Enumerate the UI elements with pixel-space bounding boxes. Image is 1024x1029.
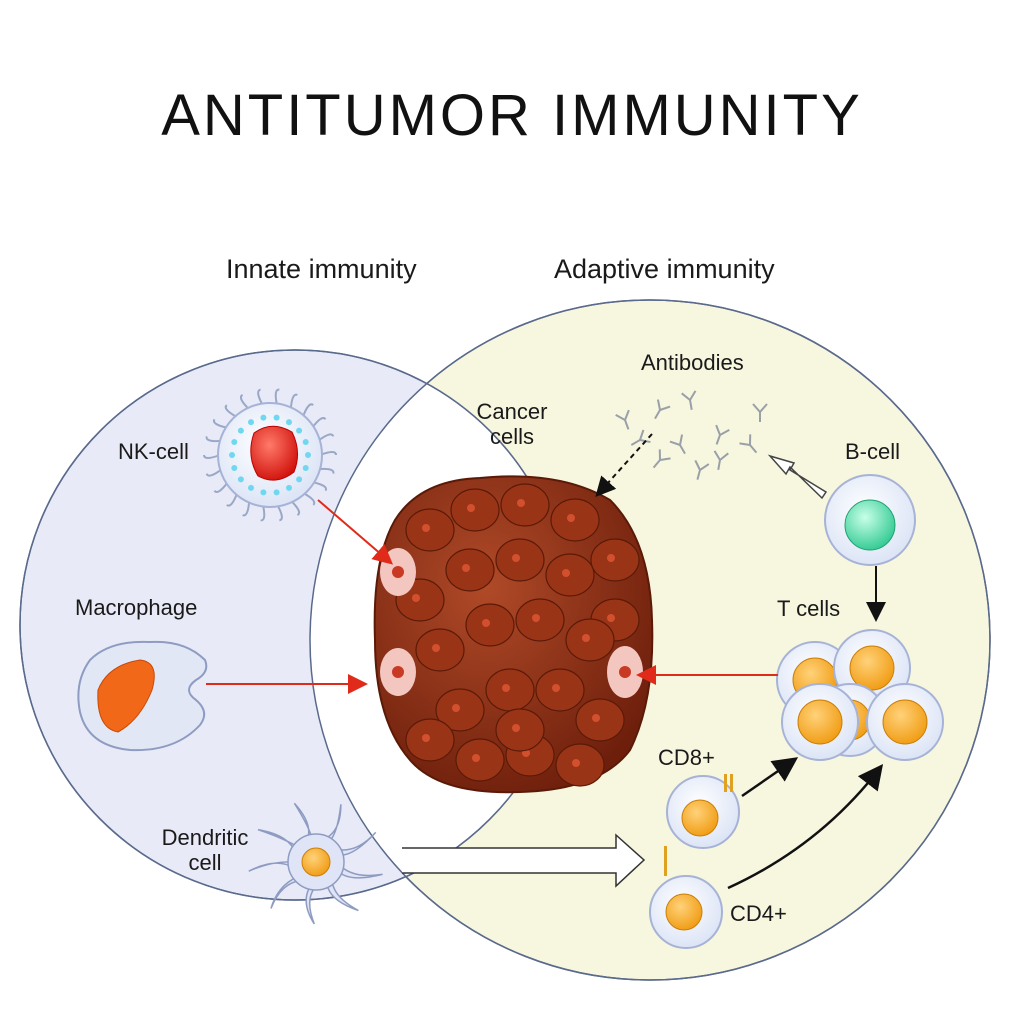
cancer-cells-label: Cancer cells: [462, 399, 562, 449]
nk-attack-arrow: [317, 499, 394, 565]
t-cells-cluster: [776, 629, 944, 761]
macrophage: [77, 640, 208, 752]
adaptive-immunity-heading: Adaptive immunity: [554, 254, 775, 284]
page-title: ANTITUMOR IMMUNITY: [161, 83, 863, 148]
cd4-to-t-cells-arrow: [727, 764, 884, 890]
dendritic-cell-label-line2: cell: [188, 849, 222, 875]
cd4-label: CD4+: [730, 901, 787, 926]
cancer-cells-label-line1: Cancer: [476, 399, 548, 424]
innate-immunity-heading: Innate immunity: [226, 254, 417, 284]
cancer-cells-label-line2: cells: [489, 423, 534, 449]
dendritic-cell-label: Dendritic cell: [150, 825, 260, 875]
b-cell-label: B-cell: [845, 439, 901, 464]
b-cell-to-antibodies-arrow: [767, 454, 828, 500]
antibodies-label: Antibodies: [641, 350, 744, 375]
antibody-binding-arrow: [595, 433, 653, 497]
cancer-cells-cluster: [373, 475, 654, 794]
antibodies-group: [615, 390, 768, 480]
dendritic-cell: [248, 802, 383, 925]
overlap-region: [310, 350, 570, 900]
b-cell: [824, 474, 916, 566]
cd8-to-t-cells-arrow: [741, 757, 799, 798]
nk-cell-label: NK-cell: [118, 439, 189, 464]
t-cells-label: T cells: [777, 596, 841, 621]
nk-cell: [203, 388, 337, 522]
cd4-cell: [649, 846, 723, 949]
dendritic-to-t-cells-arrow: [402, 833, 646, 888]
cd8-label: CD8+: [658, 745, 715, 770]
macrophage-label: Macrophage: [75, 595, 198, 620]
cancer-cell-nuclei: [395, 483, 640, 787]
cd8-cell: [666, 774, 740, 849]
dendritic-cell-label-line1: Dendritic: [161, 825, 249, 850]
